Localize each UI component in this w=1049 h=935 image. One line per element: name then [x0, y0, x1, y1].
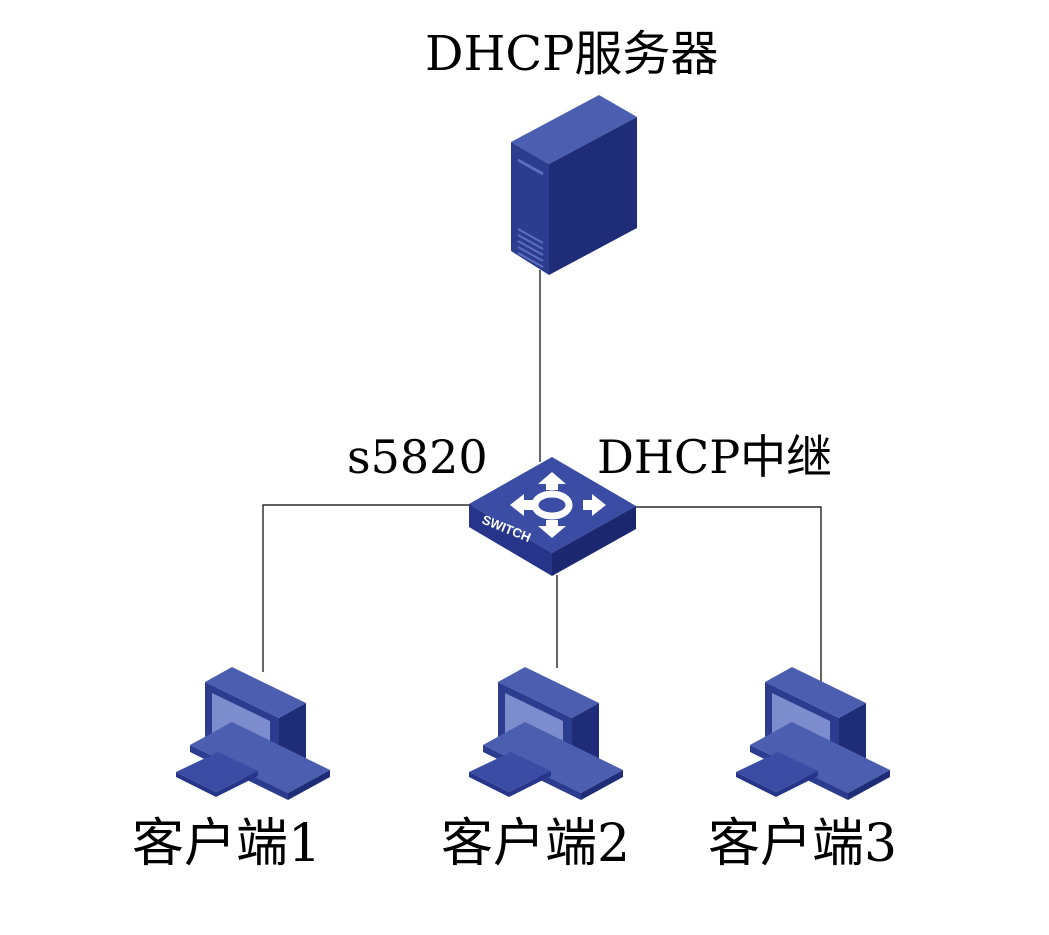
- links: [262, 270, 822, 707]
- server-label: DHCP服务器: [425, 26, 719, 82]
- switch-front-left-face: [469, 504, 552, 576]
- switch-role-label: DHCP中继: [597, 430, 833, 484]
- server-side-face: [549, 117, 637, 275]
- switch-top-face: [469, 457, 636, 553]
- server-drive-bay: [517, 158, 544, 176]
- switch-arrows-symbol: [510, 472, 606, 538]
- server-vent-slots: [517, 228, 544, 268]
- client-2-label: 客户端2: [441, 814, 631, 874]
- server-tower-icon: [511, 95, 637, 275]
- server-front-face: [511, 142, 549, 275]
- client-3-computer: [736, 667, 890, 800]
- computer-icon: [176, 667, 890, 800]
- client-1-label: 客户端1: [132, 814, 322, 874]
- switch-model-label: s5820: [347, 430, 488, 484]
- switch-icon: SWITCH: [469, 457, 636, 576]
- client-2-computer: [469, 667, 623, 800]
- switch-front-right-face: [552, 506, 636, 576]
- client-1-computer: [176, 667, 330, 800]
- client-3-label: 客户端3: [708, 814, 898, 874]
- link-switch-client-3: [635, 506, 822, 707]
- link-switch-client-1: [262, 504, 472, 672]
- server-top-face: [511, 95, 637, 164]
